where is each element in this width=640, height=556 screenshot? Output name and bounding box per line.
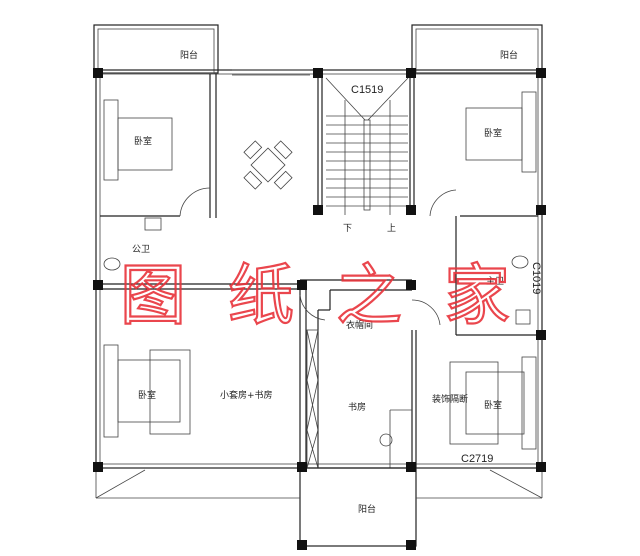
label-balcony-bottom: 阳台 <box>358 503 376 515</box>
label-bedroom-top-left: 卧室 <box>134 135 152 147</box>
structural-columns <box>93 68 546 550</box>
label-partition: 装饰隔断 <box>432 393 468 405</box>
bath-fixtures <box>103 217 531 447</box>
label-bedroom-bottom-left: 卧室 <box>138 389 156 401</box>
label-window-c1519: C1519 <box>351 84 383 96</box>
bed-top-right <box>465 91 537 173</box>
staircase <box>325 77 409 215</box>
balcony-bottom <box>95 467 543 547</box>
label-stair-down: 下 <box>343 224 352 234</box>
label-balcony-top-left: 阳台 <box>180 49 198 61</box>
interior-walls <box>100 74 538 468</box>
label-suite-study: 小套房+书房 <box>220 389 273 401</box>
label-window-c2719: C2719 <box>461 453 493 465</box>
label-study: 书房 <box>348 401 366 413</box>
dining-table <box>243 140 293 190</box>
balcony-top-right <box>411 24 543 74</box>
bed-bottom-right <box>449 356 537 450</box>
watermark: 图纸之家 <box>120 257 510 334</box>
label-balcony-top-right: 阳台 <box>500 49 518 61</box>
label-cloakroom: 衣帽间 <box>346 319 373 331</box>
label-bedroom-bottom-right: 卧室 <box>484 399 502 411</box>
label-window-c1019: C1019 <box>530 262 542 294</box>
label-stair-up: 上 <box>387 223 396 234</box>
balcony-top-left <box>93 24 219 74</box>
wardrobe <box>306 329 319 469</box>
bed-top-left <box>103 99 173 181</box>
label-public-bath: 公卫 <box>132 244 150 255</box>
doors <box>179 187 457 326</box>
label-bedroom-top-right: 卧室 <box>484 127 502 139</box>
label-master-bath: 主卫 <box>486 275 504 287</box>
bed-bottom-left <box>103 344 191 438</box>
